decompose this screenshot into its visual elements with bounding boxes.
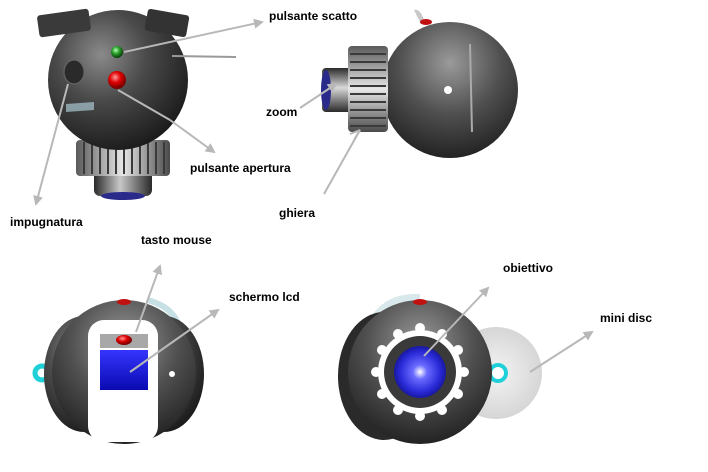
arrow-pulsante-apertura-stem <box>117 89 171 121</box>
arrow-impugnatura <box>33 83 69 206</box>
shutter-button <box>111 46 123 58</box>
arrow-zoom <box>299 82 338 109</box>
label-pulsante-scatto: pulsante scatto <box>269 9 358 23</box>
label-pulsante-apertura: pulsante apertura <box>190 161 291 175</box>
lower-lens-glint <box>101 192 145 200</box>
shutter-stem <box>171 55 237 58</box>
top-cap-left <box>37 8 91 38</box>
arrow-pulsante-apertura <box>169 119 216 154</box>
side-seam <box>469 43 473 133</box>
label-obiettivo: obiettivo <box>503 261 553 275</box>
camera-side-view <box>321 9 518 158</box>
top-cap-right <box>144 8 190 38</box>
back-glint-right <box>169 371 175 377</box>
arrow-obiettivo <box>423 286 490 357</box>
focus-ring-side <box>348 46 388 132</box>
lens-top-button <box>413 299 427 305</box>
label-ghiera: ghiera <box>279 206 316 220</box>
mouse-key <box>116 335 132 345</box>
mini-disc-hub <box>488 363 508 383</box>
grip-bump <box>63 59 85 85</box>
arrow-tasto-mouse <box>135 264 162 333</box>
lcd-screen <box>100 350 148 390</box>
label-impugnatura: impugnatura <box>10 215 83 229</box>
arrow-ghiera <box>323 129 361 195</box>
arrow-schermo-lcd <box>129 308 220 373</box>
side-top-nub <box>414 9 424 22</box>
side-highlight <box>444 86 452 94</box>
side-red-button <box>420 19 432 25</box>
label-schermo-lcd: schermo lcd <box>229 290 300 304</box>
camera-back-view <box>32 297 204 444</box>
lens-glass <box>394 346 446 398</box>
camera-lens-view <box>338 293 542 444</box>
arrow-mini-disc <box>529 330 594 373</box>
arrow-ghiera-head <box>349 129 361 141</box>
label-tasto-mouse: tasto mouse <box>141 233 212 247</box>
label-mini-disc: mini disc <box>600 311 653 325</box>
label-zoom: zoom <box>266 105 298 119</box>
arrow-pulsante-scatto <box>123 18 264 53</box>
back-top-button <box>117 299 131 305</box>
callout-arrows <box>33 18 594 373</box>
grip-glint <box>66 102 94 112</box>
back-glint-left <box>89 371 95 377</box>
aperture-button <box>108 71 126 89</box>
